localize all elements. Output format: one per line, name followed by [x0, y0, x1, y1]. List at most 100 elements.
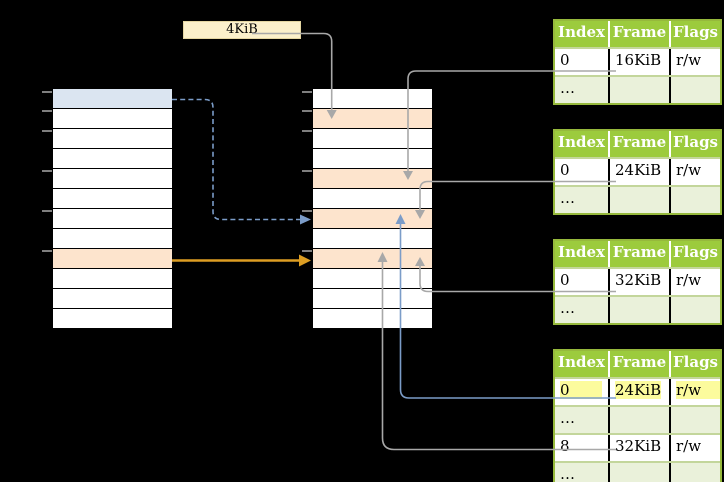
- cell-frame: 24KiB: [610, 379, 671, 405]
- cell-index: 0: [555, 49, 610, 75]
- cell-index: 8: [555, 435, 610, 461]
- frame-table-32kib: Index Frame Flags 0 32KiB r/w …: [553, 239, 722, 325]
- cell-flags: [671, 77, 720, 103]
- cell-frame: [610, 77, 671, 103]
- memory-cell-white: [313, 289, 432, 309]
- header-frame: Frame: [610, 351, 671, 377]
- cell-frame: [610, 463, 671, 482]
- arrow-virtual-to-physical-dashed: [172, 98, 311, 225]
- memory-cell-orange: [313, 109, 432, 129]
- address-tick: [302, 110, 312, 112]
- cell-flags: r/w: [676, 271, 702, 289]
- cell-flags: r/w: [676, 437, 702, 455]
- table-row-ellipsis: …: [555, 75, 720, 103]
- memory-cell-white: [53, 109, 172, 129]
- cell-frame: 24KiB: [610, 159, 671, 185]
- address-tick: [302, 91, 312, 93]
- address-tick: [302, 210, 312, 212]
- arrow-virtual-to-physical-orange: [172, 254, 311, 267]
- highlighted-value: r/w: [676, 381, 720, 399]
- table-header-row: Index Frame Flags: [555, 21, 720, 47]
- highlighted-value: 24KiB: [615, 381, 662, 399]
- memory-cell-orange: [313, 209, 432, 229]
- memory-cell-white: [53, 169, 172, 189]
- cell-flags: [671, 407, 720, 433]
- cell-flags: r/w: [671, 379, 720, 405]
- page-size-label: 4KiB: [183, 21, 301, 39]
- cell-index: …: [555, 187, 610, 213]
- address-tick: [42, 250, 52, 252]
- memory-cell-white: [313, 89, 432, 109]
- memory-cell-white: [53, 209, 172, 229]
- table-row-ellipsis: …: [555, 461, 720, 482]
- frame-table-16kib: Index Frame Flags 0 16KiB r/w …: [553, 19, 722, 105]
- memory-cell-orange: [313, 249, 432, 269]
- header-flags: Flags: [673, 243, 718, 261]
- page-directory-table: Index Frame Flags 0 24KiB r/w … 8 32KiB …: [553, 349, 722, 482]
- memory-cell-white: [313, 149, 432, 169]
- address-tick: [302, 250, 312, 252]
- header-index: Index: [555, 131, 610, 157]
- cell-frame: 16KiB: [610, 49, 671, 75]
- header-frame: Frame: [610, 21, 671, 47]
- cell-frame: 32KiB: [610, 269, 671, 295]
- address-tick: [42, 91, 52, 93]
- table-row-ellipsis: …: [555, 405, 720, 433]
- table-header-row: Index Frame Flags: [555, 131, 720, 157]
- cell-frame: 32KiB: [610, 435, 671, 461]
- memory-cell-white: [313, 269, 432, 289]
- memory-cell-orange: [53, 249, 172, 269]
- cell-index: …: [555, 77, 610, 103]
- header-index: Index: [555, 21, 610, 47]
- address-tick: [42, 130, 52, 132]
- memory-cell-white: [53, 129, 172, 149]
- memory-cell-white: [313, 309, 432, 329]
- header-frame: Frame: [610, 241, 671, 267]
- cell-index: …: [555, 463, 610, 482]
- page-size-label-text: 4KiB: [226, 22, 258, 37]
- address-tick: [302, 170, 312, 172]
- table-row: 0 32KiB r/w: [555, 267, 720, 295]
- memory-cell-blue: [53, 89, 172, 109]
- address-tick: [302, 130, 312, 132]
- cell-flags: [671, 297, 720, 323]
- cell-index: 0: [555, 379, 610, 405]
- cell-flags: [671, 463, 720, 482]
- address-tick: [42, 110, 52, 112]
- table-header-row: Index Frame Flags: [555, 241, 720, 267]
- cell-index: …: [555, 407, 610, 433]
- frame-table-24kib: Index Frame Flags 0 24KiB r/w …: [553, 129, 722, 215]
- memory-cell-white: [53, 269, 172, 289]
- cell-flags: [671, 187, 720, 213]
- cell-index: 0: [555, 159, 610, 185]
- cell-flags: r/w: [676, 161, 702, 179]
- memory-cell-white: [53, 149, 172, 169]
- table-row: 0 16KiB r/w: [555, 47, 720, 75]
- cell-flags: r/w: [676, 51, 702, 69]
- table-row-highlighted: 0 24KiB r/w: [555, 377, 720, 405]
- physical-memory-column: [302, 89, 432, 329]
- cell-frame: [610, 407, 671, 433]
- header-index: Index: [555, 241, 610, 267]
- memory-cell-orange: [313, 169, 432, 189]
- virtual-memory-column: [42, 89, 172, 329]
- cell-index: 0: [555, 269, 610, 295]
- address-tick: [42, 210, 52, 212]
- cell-frame: [610, 297, 671, 323]
- header-flags: Flags: [673, 23, 718, 41]
- cell-frame: [610, 187, 671, 213]
- header-index: Index: [555, 351, 610, 377]
- header-flags: Flags: [673, 133, 718, 151]
- memory-cell-white: [53, 289, 172, 309]
- table-row-ellipsis: …: [555, 295, 720, 323]
- memory-cell-white: [313, 189, 432, 209]
- header-frame: Frame: [610, 131, 671, 157]
- header-flags: Flags: [673, 353, 718, 371]
- table-row-ellipsis: …: [555, 185, 720, 213]
- memory-cell-white: [53, 189, 172, 209]
- address-tick: [42, 170, 52, 172]
- highlighted-value: 0: [560, 381, 602, 399]
- table-row: 0 24KiB r/w: [555, 157, 720, 185]
- memory-cell-white: [313, 229, 432, 249]
